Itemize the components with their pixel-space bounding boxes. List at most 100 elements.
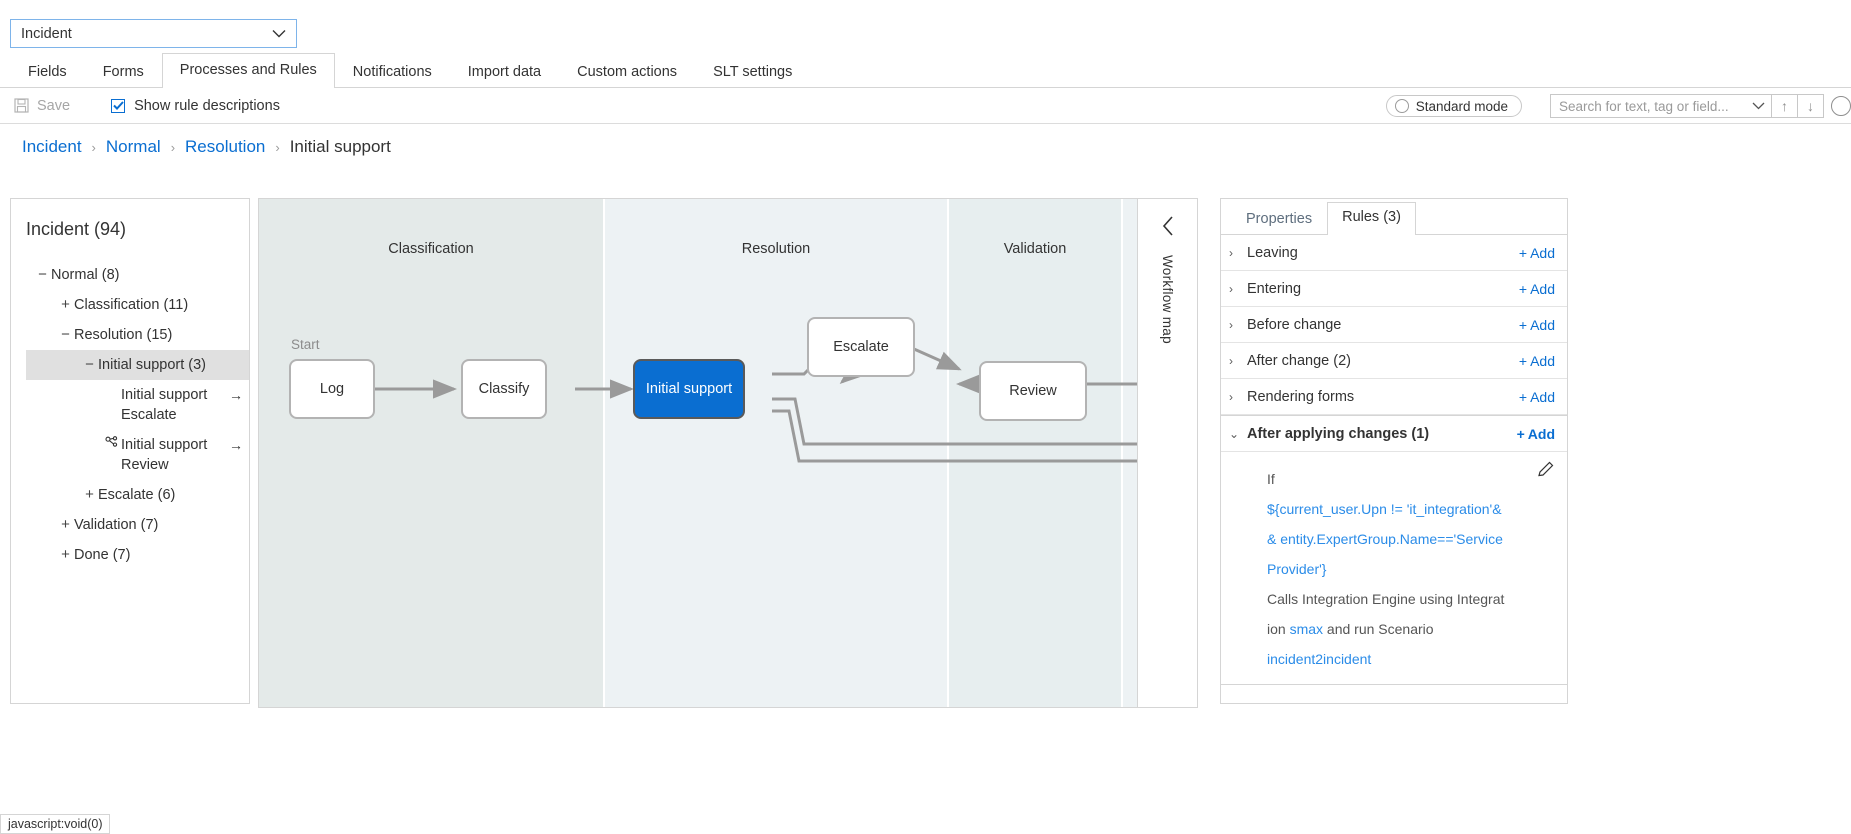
tree-item-validation[interactable]: + Validation (7)	[11, 510, 249, 540]
tree-item-initial-support-escalate[interactable]: Initial support Escalate →	[11, 380, 249, 430]
tree-item-classification[interactable]: + Classification (11)	[11, 290, 249, 320]
tree-item-done[interactable]: + Done (7)	[11, 540, 249, 570]
add-rule-button[interactable]: + Add	[1519, 281, 1555, 297]
add-rule-button[interactable]: + Add	[1519, 389, 1555, 405]
chevron-left-icon[interactable]	[1161, 215, 1175, 241]
breadcrumb-separator-icon: ›	[91, 139, 96, 155]
chevron-right-icon: ›	[1229, 389, 1233, 404]
search-prev-button[interactable]: ↑	[1772, 94, 1798, 118]
tab-forms[interactable]: Forms	[102, 64, 144, 80]
workflow-node-classify[interactable]: Classify	[461, 359, 547, 419]
tab-slt-settings[interactable]: SLT settings	[713, 64, 793, 80]
search-box[interactable]	[1550, 94, 1772, 118]
expander-icon[interactable]: +	[61, 516, 70, 533]
rule-line-condition-3[interactable]: Provider'}	[1267, 561, 1327, 577]
properties-tabstrip: Properties Rules (3)	[1221, 199, 1567, 235]
pencil-icon[interactable]	[1537, 460, 1555, 483]
breadcrumb-item-normal[interactable]: Normal	[105, 137, 161, 156]
tree-item-normal[interactable]: − Normal (8)	[11, 260, 249, 290]
plus-icon: +	[1518, 316, 1528, 333]
workflow-node-escalate[interactable]: Escalate	[807, 317, 915, 377]
add-rule-button[interactable]: + Add	[1519, 317, 1555, 333]
tree-item-resolution[interactable]: − Resolution (15)	[11, 320, 249, 350]
swimlane-validation: Validation	[949, 199, 1121, 707]
expander-icon[interactable]: −	[85, 356, 94, 373]
tree-title: Incident (94)	[26, 219, 127, 239]
expander-icon[interactable]: −	[38, 266, 47, 283]
rule-line-action-2: ion smax and run Scenario	[1267, 614, 1553, 644]
workflow-canvas[interactable]: Classification Resolution Validation	[258, 198, 1198, 708]
chevron-down-icon[interactable]	[1752, 97, 1765, 115]
branch-icon	[105, 435, 121, 455]
tab-processes-and-rules[interactable]: Processes and Rules	[161, 53, 335, 88]
rule-row-entering[interactable]: › Entering + Add	[1221, 271, 1567, 307]
swimlane-next	[1123, 199, 1139, 707]
tree-item-initial-support-review[interactable]: Initial support Review →	[11, 430, 249, 480]
add-rule-button[interactable]: + Add	[1519, 245, 1555, 261]
rule-row-before-change[interactable]: › Before change + Add	[1221, 307, 1567, 343]
save-button[interactable]: Save	[14, 98, 70, 114]
workflow-node-initial-support[interactable]: Initial support	[633, 359, 745, 419]
rule-line-action-1: Calls Integration Engine using Integrat	[1267, 591, 1505, 607]
rule-line-condition-2[interactable]: & entity.ExpertGroup.Name=='Service	[1267, 531, 1503, 547]
arrow-down-icon: ↓	[1807, 98, 1814, 114]
tree-item-escalate[interactable]: + Escalate (6)	[11, 480, 249, 510]
save-icon	[14, 98, 29, 113]
top-bar: Incident	[0, 0, 1851, 58]
chevron-down-icon: ⌄	[1229, 426, 1240, 441]
chevron-right-icon: ›	[1229, 353, 1233, 368]
expander-icon[interactable]: +	[85, 486, 94, 503]
expander-icon[interactable]: −	[61, 326, 70, 343]
standard-mode-toggle[interactable]: Standard mode	[1385, 95, 1522, 117]
arrow-right-icon: →	[229, 387, 243, 403]
arrow-up-icon: ↑	[1781, 98, 1788, 114]
start-label: Start	[291, 337, 320, 352]
process-tree-panel: Incident (94) − Normal (8) + Classificat…	[10, 198, 250, 704]
rule-row-rendering-forms[interactable]: › Rendering forms + Add	[1221, 379, 1567, 415]
tree-item-label: Validation (7)	[74, 517, 159, 533]
rule-line-scenario[interactable]: incident2incident	[1267, 651, 1372, 667]
search-input[interactable]	[1559, 98, 1752, 114]
tab-properties[interactable]: Properties	[1246, 211, 1313, 227]
tree-item-label: Escalate (6)	[98, 487, 176, 503]
breadcrumb-item-resolution[interactable]: Resolution	[185, 137, 266, 156]
add-label: Add	[1530, 316, 1555, 333]
tab-import-data[interactable]: Import data	[467, 64, 542, 80]
plus-icon: +	[1518, 352, 1528, 369]
show-rule-descriptions-checkbox[interactable]: Show rule descriptions	[111, 98, 280, 114]
workflow-node-review[interactable]: Review	[979, 361, 1087, 421]
rule-line-if: If	[1267, 471, 1275, 487]
tab-fields[interactable]: Fields	[28, 64, 67, 80]
plus-icon: +	[1516, 425, 1525, 442]
tab-notifications[interactable]: Notifications	[352, 64, 432, 80]
workflow-map-label: Workflow map	[1160, 255, 1175, 344]
rule-row-leaving[interactable]: › Leaving + Add	[1221, 235, 1567, 271]
rule-line-condition-1[interactable]: ${current_user.Upn != 'it_integration'&	[1267, 501, 1502, 517]
rule-row-after-applying-changes[interactable]: ⌄ After applying changes (1) + Add	[1221, 416, 1567, 452]
rule-name: Entering	[1247, 280, 1302, 297]
swimlane-label: Classification	[388, 241, 474, 257]
search-action-icon[interactable]	[1831, 96, 1851, 116]
tree-item-label: Initial support Escalate	[121, 387, 208, 423]
tree-item-label: Done (7)	[74, 547, 131, 563]
expander-icon[interactable]: +	[61, 296, 70, 313]
rule-name: Leaving	[1247, 244, 1298, 261]
workflow-node-log[interactable]: Log	[289, 359, 375, 419]
expander-icon[interactable]: +	[61, 546, 70, 563]
entity-selector[interactable]: Incident	[10, 19, 297, 48]
add-label: Add	[1530, 280, 1555, 297]
rule-row-after-change[interactable]: › After change (2) + Add	[1221, 343, 1567, 379]
tab-rules[interactable]: Rules (3)	[1327, 202, 1416, 235]
workflow-map-rail[interactable]: Workflow map	[1137, 199, 1197, 707]
integration-link[interactable]: smax	[1289, 621, 1324, 637]
rule-action-prefix: ion	[1267, 621, 1290, 637]
swimlane-classification: Classification	[259, 199, 603, 707]
tree-item-label: Initial support (3)	[98, 357, 206, 373]
breadcrumb-item-incident[interactable]: Incident	[22, 137, 82, 156]
add-rule-button[interactable]: + Add	[1519, 353, 1555, 369]
add-rule-button[interactable]: + Add	[1517, 426, 1555, 442]
tree-item-initial-support[interactable]: − Initial support (3)	[26, 350, 249, 380]
chevron-right-icon: ›	[1229, 317, 1233, 332]
tab-custom-actions[interactable]: Custom actions	[577, 64, 678, 80]
search-next-button[interactable]: ↓	[1798, 94, 1824, 118]
